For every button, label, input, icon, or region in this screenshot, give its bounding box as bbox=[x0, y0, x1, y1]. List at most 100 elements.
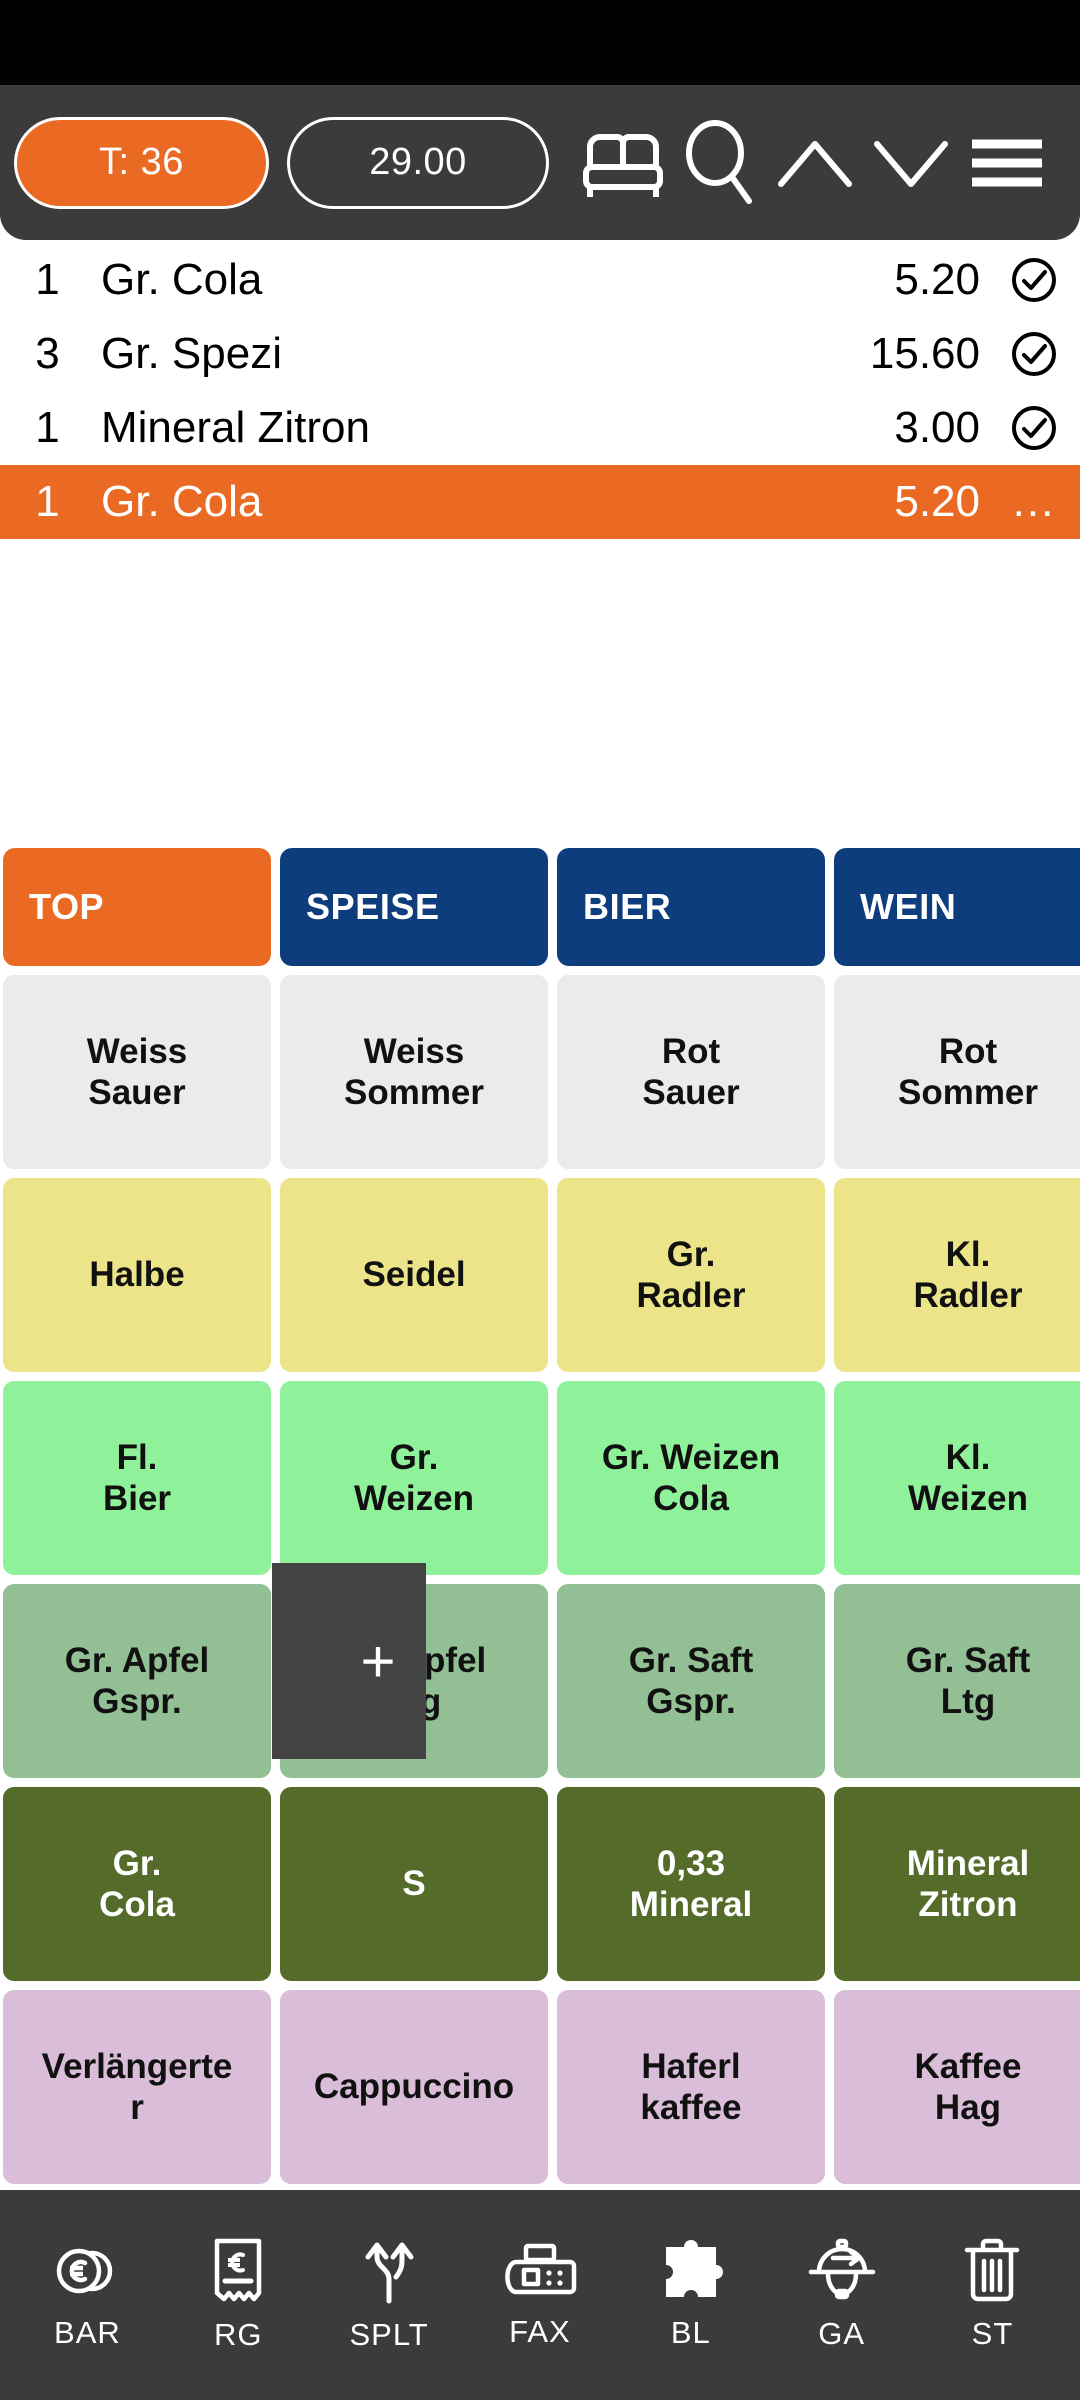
product-tile-label: Gr.Weizen bbox=[354, 1437, 474, 1518]
action-bar-button[interactable]: GA bbox=[777, 2238, 907, 2352]
category-tab-label: BIER bbox=[583, 886, 672, 927]
product-tile[interactable]: Gr.Weizen bbox=[280, 1381, 548, 1575]
check-circle-icon[interactable] bbox=[988, 404, 1080, 452]
product-tile[interactable]: Kl.Radler bbox=[834, 1178, 1080, 1372]
bed-icon[interactable] bbox=[575, 108, 671, 218]
check-circle-icon[interactable] bbox=[988, 256, 1080, 304]
category-tab-speise[interactable]: SPEISE bbox=[280, 848, 548, 966]
action-bar-button[interactable]: ST bbox=[927, 2238, 1057, 2352]
product-tile-label: Kl.Weizen bbox=[908, 1437, 1028, 1518]
add-item-overlay-button[interactable]: + bbox=[272, 1563, 426, 1759]
order-total-label: 29.00 bbox=[369, 141, 467, 183]
search-icon[interactable] bbox=[671, 108, 767, 218]
product-tile[interactable]: S bbox=[280, 1787, 548, 1981]
order-name: Mineral Zitron bbox=[101, 403, 370, 452]
order-price: 15.60 bbox=[869, 329, 980, 378]
food-cloche-arrow-icon bbox=[806, 2238, 878, 2304]
category-tab-label: WEIN bbox=[860, 886, 957, 927]
order-qty: 1 bbox=[35, 403, 60, 452]
category-tab-bar: TOP SPEISE BIER WEIN bbox=[0, 848, 1080, 966]
product-tile[interactable]: Gr.Cola bbox=[3, 1787, 271, 1981]
product-tile[interactable]: Kl.Weizen bbox=[834, 1381, 1080, 1575]
action-bar-label: SPLT bbox=[349, 2317, 429, 2352]
action-bar-label: FAX bbox=[509, 2314, 571, 2349]
order-name: Gr. Cola bbox=[101, 477, 263, 526]
action-bar-button[interactable]: BAR bbox=[22, 2239, 152, 2351]
fax-machine-icon bbox=[502, 2240, 578, 2302]
hamburger-menu-icon[interactable] bbox=[959, 108, 1055, 218]
order-more-icon[interactable]: ... bbox=[1012, 477, 1056, 526]
order-total-button[interactable]: 29.00 bbox=[287, 116, 549, 209]
product-tile-label: Gr.Cola bbox=[99, 1843, 175, 1924]
product-tile-label: Kl.Radler bbox=[913, 1234, 1023, 1315]
order-row[interactable]: 1 Gr. Cola 5.20 bbox=[0, 243, 1080, 317]
order-price: 5.20 bbox=[894, 255, 980, 304]
table-number-label: T: 36 bbox=[99, 141, 184, 183]
product-tile[interactable]: Halbe bbox=[3, 1178, 271, 1372]
coins-euro-icon bbox=[51, 2239, 123, 2303]
action-bar-button[interactable]: BL bbox=[626, 2239, 756, 2351]
category-tab-bier[interactable]: BIER bbox=[557, 848, 825, 966]
action-bar-button[interactable]: RG bbox=[173, 2237, 303, 2353]
action-bar-button[interactable]: SPLT bbox=[324, 2237, 454, 2353]
table-number-button[interactable]: T: 36 bbox=[14, 116, 269, 209]
top-toolbar: T: 36 29.00 bbox=[0, 85, 1080, 240]
action-bar-label: BL bbox=[670, 2315, 711, 2350]
status-bar bbox=[0, 0, 1080, 85]
product-tile[interactable]: Cappuccino bbox=[280, 1990, 548, 2184]
action-bar-label: ST bbox=[971, 2316, 1014, 2351]
category-tab-top[interactable]: TOP bbox=[3, 848, 271, 966]
action-bar-button[interactable]: FAX bbox=[475, 2240, 605, 2350]
chevron-down-icon[interactable] bbox=[863, 108, 959, 218]
category-tab-wein[interactable]: WEIN bbox=[834, 848, 1080, 966]
product-tile[interactable]: Seidel bbox=[280, 1178, 548, 1372]
order-row-selected[interactable]: 1 Gr. Cola 5.20 ... bbox=[0, 465, 1080, 539]
category-tab-label: SPEISE bbox=[306, 886, 440, 927]
product-tile-label: S bbox=[402, 1864, 426, 1904]
check-circle-icon[interactable] bbox=[988, 330, 1080, 378]
order-list[interactable]: 1 Gr. Cola 5.20 3 Gr. Spezi 15.60 bbox=[0, 243, 1080, 548]
chevron-up-icon[interactable] bbox=[767, 108, 863, 218]
product-tile-label: Fl.Bier bbox=[102, 1437, 172, 1518]
category-tab-label: TOP bbox=[29, 886, 105, 927]
bottom-action-bar: BAR RG bbox=[0, 2190, 1080, 2400]
product-tile[interactable]: Fl.Bier bbox=[3, 1381, 271, 1575]
product-tile-label: Gr.Radler bbox=[636, 1234, 746, 1315]
action-bar-label: BAR bbox=[54, 2315, 121, 2350]
action-bar-label: GA bbox=[818, 2316, 866, 2351]
order-name: Gr. Spezi bbox=[101, 329, 282, 378]
order-row[interactable]: 1 Mineral Zitron 3.00 bbox=[0, 391, 1080, 465]
order-qty: 3 bbox=[35, 329, 60, 378]
product-tile[interactable]: Gr.Radler bbox=[557, 1178, 825, 1372]
order-row[interactable]: 3 Gr. Spezi 15.60 bbox=[0, 317, 1080, 391]
